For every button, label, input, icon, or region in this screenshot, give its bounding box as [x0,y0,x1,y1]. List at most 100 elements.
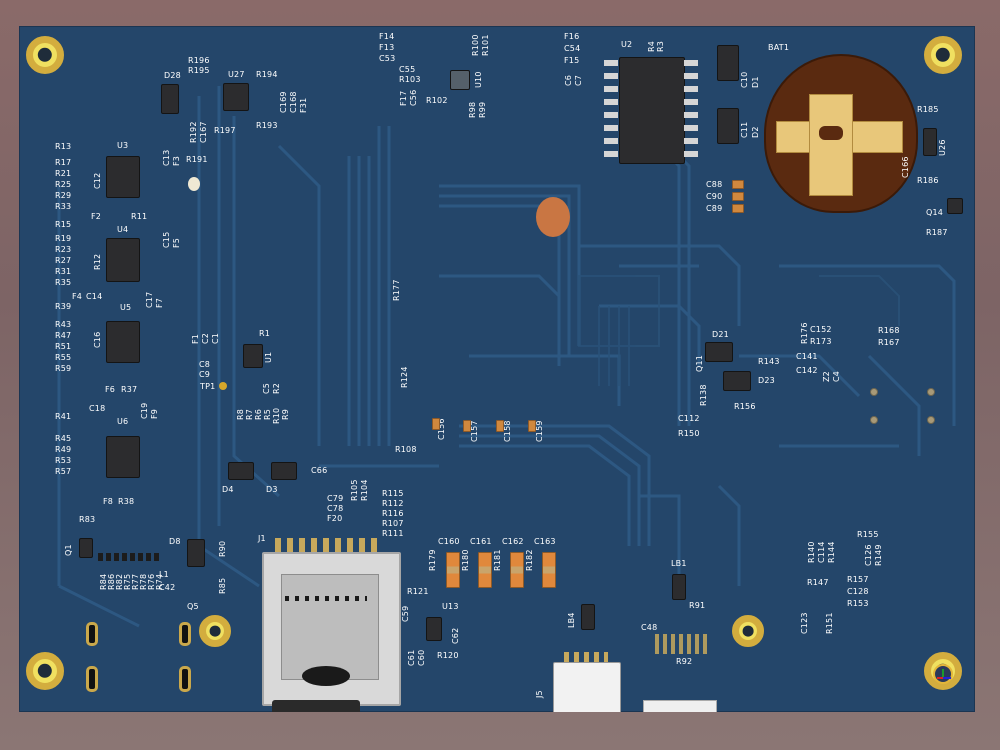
ref-r17: R17 [55,158,72,167]
ref-z2: Z2 [822,371,831,382]
ref-d21: D21 [712,330,729,339]
ic-u6 [106,436,140,478]
ref-c61: C61 [407,649,416,666]
ref-d3: D3 [266,485,278,494]
ref-c89: C89 [706,204,723,213]
sd-card-oval [302,666,350,686]
ic-u13 [426,617,442,641]
ref-r43: R43 [55,320,72,329]
ref-f16: F16 [564,32,580,41]
ref-d28: D28 [164,71,181,80]
ref-bat1: BAT1 [768,43,790,52]
ref-lb1: LB1 [671,559,687,568]
ref-r5: R5 [263,408,272,420]
ref-r103: R103 [399,75,421,84]
ref-c16: C16 [93,331,102,348]
ref-r173: R173 [810,337,832,346]
ref-r147: R147 [807,578,829,587]
ref-r13: R13 [55,142,72,151]
inductor-lb4 [581,604,595,630]
ref-r104: R104 [360,479,369,501]
inductor-lb1 [672,574,686,600]
ref-c10: C10 [740,71,749,88]
ref-r191: R191 [186,155,208,164]
ic-u4 [106,238,140,282]
ref-r45: R45 [55,434,72,443]
ref-c78: C78 [327,504,344,513]
ref-c8: C8 [199,360,211,369]
battery-contact-slot [819,126,843,140]
ref-tp1: TP1 [200,382,216,391]
ref-r91: R91 [689,601,706,610]
battery-contact-center [809,94,853,196]
ref-r3: R3 [656,40,665,52]
ref-r85: R85 [218,577,227,594]
ref-u13: U13 [442,602,459,611]
ic-u3 [106,156,140,198]
ref-r8: R8 [236,408,245,420]
cap-c161 [478,552,492,588]
ic-u2 [619,57,685,164]
ref-r57: R57 [55,467,72,476]
ic-u1 [243,344,263,368]
ref-r37: R37 [121,385,138,394]
ref-c163: C163 [534,537,556,546]
ref-c55: C55 [399,65,416,74]
diode-d1 [717,45,739,81]
ref-r90: R90 [218,540,227,557]
diode-d21 [705,342,733,362]
ref-c79: C79 [327,494,344,503]
ref-r55: R55 [55,353,72,362]
cap-c157 [463,420,471,432]
ref-c169: C169 [279,91,288,113]
ref-c161: C161 [470,537,492,546]
ref-u2: U2 [621,40,633,49]
ref-u26: U26 [938,139,947,156]
ref-c6: C6 [564,74,573,86]
ref-u1: U1 [264,351,273,363]
fiducial-white [188,177,200,191]
test-point-tp1 [219,382,227,390]
ref-r194: R194 [256,70,278,79]
ref-r51: R51 [55,342,72,351]
ref-r47: R47 [55,331,72,340]
ref-r180: R180 [461,549,470,571]
ref-c158: C158 [503,420,512,442]
ref-r155: R155 [857,530,879,539]
ref-r35: R35 [55,278,72,287]
ic-u10 [450,70,470,90]
mounting-hole-mid-left [199,615,231,647]
u2-pins-left [604,60,618,160]
slot-2 [179,622,191,646]
ref-r99: R99 [478,101,487,118]
ref-f15: F15 [564,56,580,65]
ref-r195: R195 [188,66,210,75]
ref-r120: R120 [437,651,459,660]
ref-c168: C168 [289,91,298,113]
ref-r105: R105 [350,479,359,501]
ref-r182: R182 [525,549,534,571]
ref-c42: C42 [159,583,176,592]
ref-f7: F7 [155,297,164,308]
ref-c114: C114 [817,541,826,563]
ref-u10: U10 [474,71,483,88]
mounting-hole-mid-right [732,615,764,647]
ref-c59: C59 [401,605,410,622]
ref-f5: F5 [172,237,181,248]
ref-r21: R21 [55,169,72,178]
diode-d4 [228,462,254,480]
ref-r124: R124 [400,366,409,388]
ref-r116: R116 [382,509,404,518]
via-4 [927,416,935,424]
ref-r100: R100 [471,34,480,56]
ref-c128: C128 [847,587,869,596]
ref-c112: C112 [678,414,700,423]
ref-c90: C90 [706,192,723,201]
ref-j1: J1 [258,534,266,543]
ref-r112: R112 [382,499,404,508]
ref-u4: U4 [117,225,129,234]
ref-f17: F17 [399,90,408,106]
ref-r157: R157 [847,575,869,584]
u2-pins-right [684,60,698,160]
ref-r39: R39 [55,302,72,311]
